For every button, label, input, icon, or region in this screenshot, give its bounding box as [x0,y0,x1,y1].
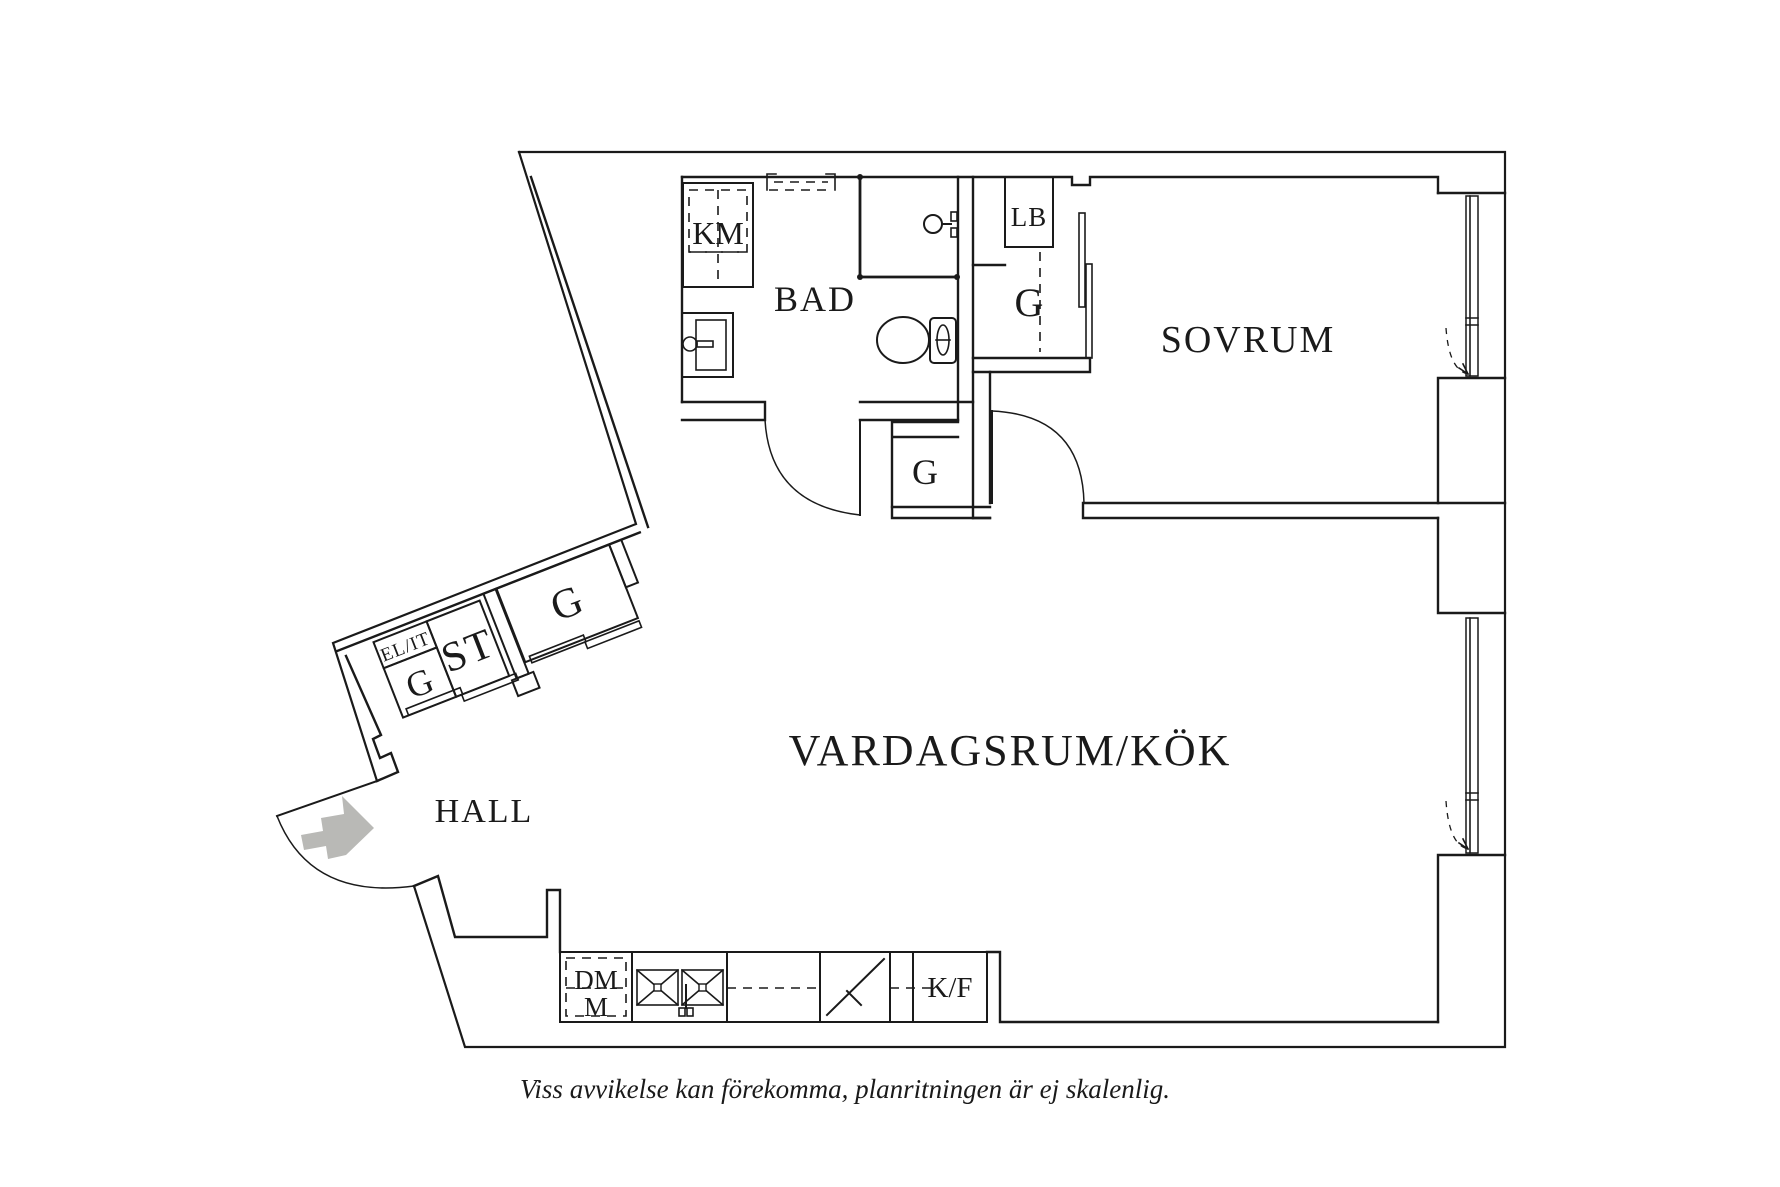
hall-label: HALL [435,793,534,830]
washing-machine-icon [682,182,754,288]
washbasin-icon [681,312,734,378]
living-kitchen-label: VARDAGSRUM/KÖK [789,726,1232,775]
wardrobe-label: G [1015,280,1044,325]
pier-foot [510,670,541,698]
sink-icon [635,968,725,1017]
linen-cabinet-box [1004,176,1054,248]
room-labels: SOVRUM VARDAGSRUM/KÖK HALL BAD KM LB G G… [435,202,1336,1022]
toilet-icon [876,316,957,364]
sliding-door [1078,212,1086,308]
sliding-door [460,672,520,703]
washing-machine-label: KM [692,215,744,251]
sliding-door [583,619,643,650]
outer-walls [331,150,1507,1049]
hall-closets: EL/IT G ST G [334,530,643,719]
kitchen-row [559,951,988,1023]
small-wardrobe [890,420,992,520]
fridge-freezer-label: K/F [927,972,972,1004]
entrance [275,779,415,889]
washing-machine-dashes [688,189,748,283]
livingroom-window [1445,617,1479,854]
bedroom-window [1445,195,1479,377]
inner-walls [344,175,1507,1024]
bedroom-closet [971,176,1093,359]
linen-cabinet-label: LB [1011,202,1048,232]
end-pier [607,538,640,589]
entrance-arrow-icon [301,796,374,859]
bathroom-label: BAD [774,279,856,319]
bathroom-door [764,419,861,516]
dishwasher-label: DM [574,965,618,995]
bathroom-fixtures [681,173,960,516]
bedroom-door [991,410,1085,504]
sliding-door [528,634,587,664]
stove-icon [825,957,886,1017]
sliding-door [405,686,464,717]
wardrobe-label: G [912,452,938,492]
wardrobe-label: G [400,660,439,707]
disclaimer-text: Viss avvikelse kan förekomma, planritnin… [520,1074,1170,1104]
overhead-cabinet-icon [766,173,836,191]
wardrobe-label: G [544,577,589,631]
bedroom-label: SOVRUM [1161,319,1336,361]
shower-icon [857,174,960,280]
sliding-door [1085,263,1093,359]
dishwasher-dashes [565,957,627,1017]
microwave-label: M [584,992,608,1022]
